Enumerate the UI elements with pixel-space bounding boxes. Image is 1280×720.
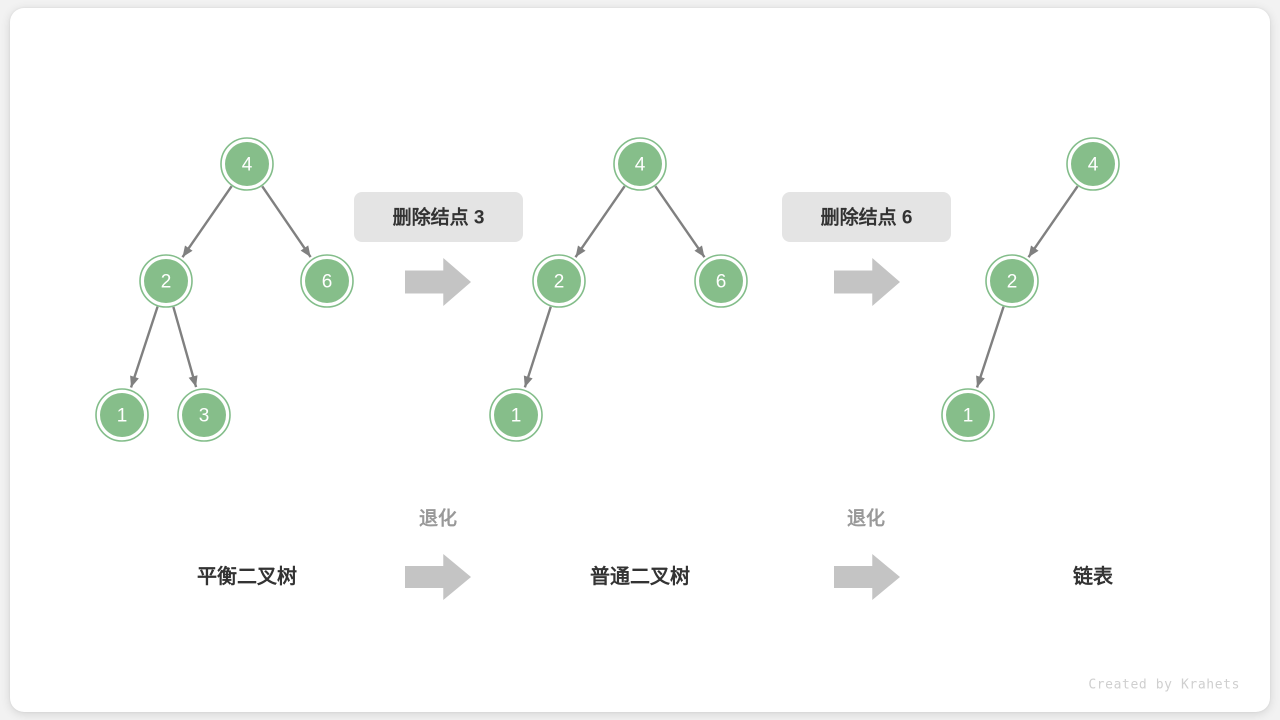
operation-badge-label: 删除结点 3 xyxy=(393,206,485,229)
tree-edge xyxy=(172,306,198,388)
credit-text: Created by Krahets xyxy=(1088,678,1240,693)
operation-badge xyxy=(354,192,523,242)
node-value-label: 4 xyxy=(635,155,646,176)
node-value-label: 6 xyxy=(716,272,727,293)
tree-node[interactable]: 4 xyxy=(613,137,667,191)
transition-block-arrow-icon xyxy=(834,258,900,306)
node-value-label: 1 xyxy=(511,406,522,427)
node-fill-circle xyxy=(618,142,662,186)
caption-block-arrow-icon xyxy=(834,554,900,600)
node-value-label: 1 xyxy=(117,406,128,427)
tree-node[interactable]: 6 xyxy=(300,254,354,308)
tree-edge xyxy=(1027,185,1079,258)
tree-edge xyxy=(181,185,233,258)
node-fill-circle xyxy=(182,393,226,437)
tree-node[interactable]: 2 xyxy=(532,254,586,308)
node-fill-circle xyxy=(494,393,538,437)
tree-node[interactable]: 1 xyxy=(941,388,995,442)
tree-node[interactable]: 1 xyxy=(489,388,543,442)
node-value-label: 3 xyxy=(199,406,210,427)
operation-badge xyxy=(782,192,951,242)
tree-edge xyxy=(129,306,159,388)
stage-caption: 平衡二叉树 xyxy=(197,564,297,588)
node-value-label: 2 xyxy=(1007,272,1018,293)
node-value-label: 4 xyxy=(242,155,253,176)
tree-node[interactable]: 3 xyxy=(177,388,231,442)
tree-edge xyxy=(654,185,706,258)
tree-node[interactable]: 2 xyxy=(139,254,193,308)
tree-node[interactable]: 4 xyxy=(220,137,274,191)
node-value-label: 2 xyxy=(554,272,565,293)
edge-arrowhead xyxy=(182,245,193,258)
stage-caption: 链表 xyxy=(1073,564,1114,588)
transition-block-arrow-icon xyxy=(405,258,471,306)
node-fill-circle xyxy=(990,259,1034,303)
node-fill-circle xyxy=(305,259,349,303)
node-value-label: 2 xyxy=(161,272,172,293)
node-fill-circle xyxy=(699,259,743,303)
edge-arrowhead xyxy=(575,245,586,258)
edge-arrowhead xyxy=(130,375,139,388)
edge-arrowhead xyxy=(976,375,985,388)
stage-caption: 普通二叉树 xyxy=(590,564,690,588)
tree-node[interactable]: 1 xyxy=(95,388,149,442)
caption-block-arrow-icon xyxy=(405,554,471,600)
edges-layer xyxy=(129,185,1079,388)
degrade-label: 退化 xyxy=(419,507,457,530)
edge-arrowhead xyxy=(694,245,705,258)
node-fill-circle xyxy=(144,259,188,303)
tree-node[interactable]: 2 xyxy=(985,254,1039,308)
edge-arrowhead xyxy=(188,375,198,388)
node-value-label: 1 xyxy=(963,406,974,427)
tree-node[interactable]: 4 xyxy=(1066,137,1120,191)
tree-node[interactable]: 6 xyxy=(694,254,748,308)
edge-arrowhead xyxy=(523,375,533,388)
degrade-label: 退化 xyxy=(847,507,885,530)
node-value-label: 4 xyxy=(1088,155,1099,176)
node-fill-circle xyxy=(100,393,144,437)
figure-card xyxy=(10,8,1270,712)
edge-arrowhead xyxy=(1028,245,1039,258)
tree-edge xyxy=(574,185,626,258)
captions-layer: 平衡二叉树 普通二叉树 链表 xyxy=(197,564,1114,588)
node-fill-circle xyxy=(1071,142,1115,186)
node-value-label: 6 xyxy=(322,272,333,293)
node-fill-circle xyxy=(946,393,990,437)
tree-edge xyxy=(975,306,1005,388)
tree-edge xyxy=(523,306,552,388)
transitions-layer: 删除结点 3 退化 删除结点 6 退化 xyxy=(354,192,951,600)
tree-edge xyxy=(261,185,312,258)
nodes-layer: 4 2 6 1 3 4 2 6 1 4 2 1 xyxy=(95,137,1120,442)
operation-badge-label: 删除结点 6 xyxy=(821,206,913,229)
edge-arrowhead xyxy=(300,245,311,258)
node-fill-circle xyxy=(537,259,581,303)
node-fill-circle xyxy=(225,142,269,186)
